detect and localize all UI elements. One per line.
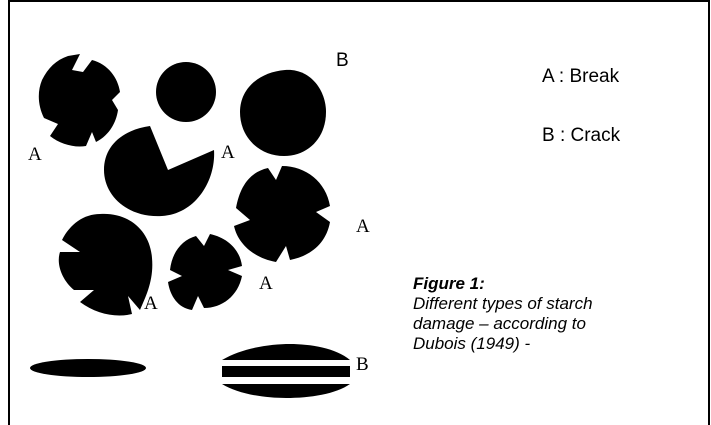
granule-broken-3: [234, 166, 330, 262]
caption-line-1: Different types of starch: [413, 294, 703, 314]
granule-broken-5: [168, 234, 242, 310]
figure-caption: Figure 1: Different types of starch dama…: [413, 274, 703, 354]
granule-ellipse-cracked-top: [222, 344, 350, 360]
granule-broken-2: [104, 126, 214, 216]
granule-ellipse-cracked-bottom: [222, 384, 350, 398]
label-a-1: A: [28, 144, 42, 165]
granule-intact-1: [156, 62, 216, 122]
label-a-5: A: [144, 293, 158, 314]
label-a-4: A: [259, 273, 273, 294]
granule-intact-2: [240, 70, 326, 156]
legend-crack: B : Crack: [542, 125, 620, 147]
label-a-3: A: [356, 216, 370, 237]
granule-broken-1: [39, 54, 120, 147]
granule-ellipse-cracked-middle: [222, 366, 350, 377]
caption-title: Figure 1:: [413, 274, 703, 294]
label-a-2: A: [221, 142, 235, 163]
legend-break: A : Break: [542, 66, 619, 88]
caption-line-3: Dubois (1949) -: [413, 334, 703, 354]
label-b-bottom: B: [356, 354, 369, 375]
label-b-top: B: [336, 50, 349, 71]
granule-broken-4: [59, 214, 153, 316]
granule-ellipse-intact: [30, 359, 146, 377]
caption-line-2: damage – according to: [413, 314, 703, 334]
